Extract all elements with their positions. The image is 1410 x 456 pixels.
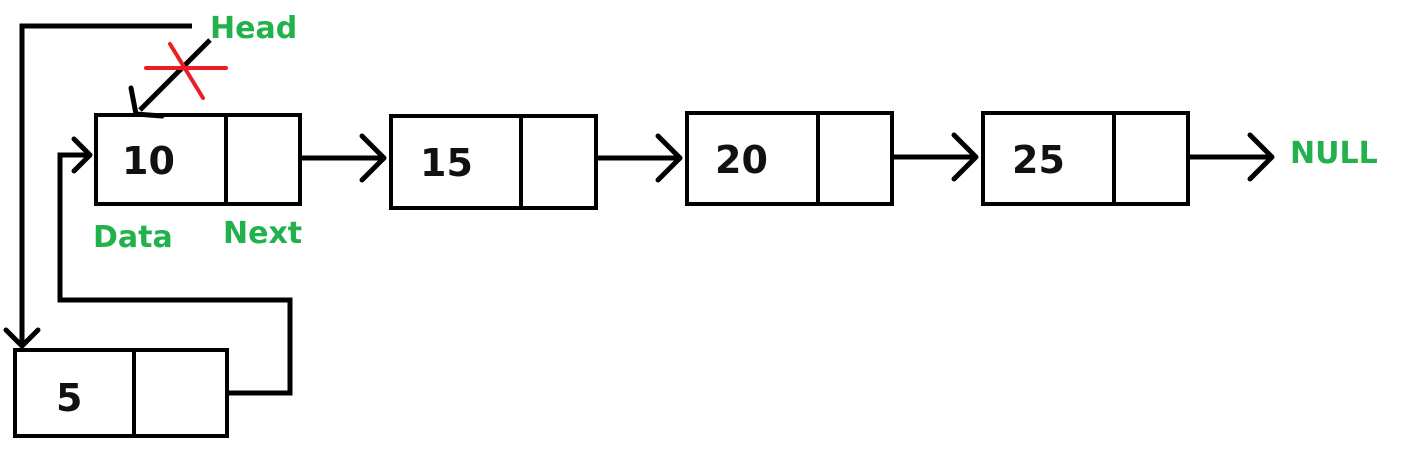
- head-label: Head: [210, 11, 297, 46]
- node-15-value: 15: [420, 141, 473, 185]
- head-old-pointer-to-node-10: [128, 38, 212, 119]
- node-5: 5: [13, 348, 229, 438]
- null-label: NULL: [1290, 136, 1378, 171]
- data-label: Data: [93, 220, 173, 255]
- pointer-20-to-25: [892, 132, 979, 182]
- head-pointer-to-node-5: [3, 23, 192, 349]
- node-15: 15: [389, 114, 598, 210]
- pointer-15-to-20: [596, 133, 683, 183]
- node-25: 25: [981, 111, 1190, 206]
- next-label: Next: [223, 216, 302, 251]
- cross-stroke-diagonal: [168, 42, 205, 100]
- node-20: 20: [685, 111, 894, 206]
- node-5-value: 5: [56, 376, 82, 420]
- node-10: 10: [94, 113, 302, 206]
- node-10-value: 10: [122, 139, 175, 183]
- pointer-25-to-null: [1188, 132, 1275, 182]
- pointer-10-to-15: [300, 133, 387, 183]
- pointer-5-to-10: [57, 136, 293, 396]
- node-25-value: 25: [1012, 138, 1065, 182]
- node-20-value: 20: [715, 138, 768, 182]
- remove-cross-icon: [144, 42, 228, 100]
